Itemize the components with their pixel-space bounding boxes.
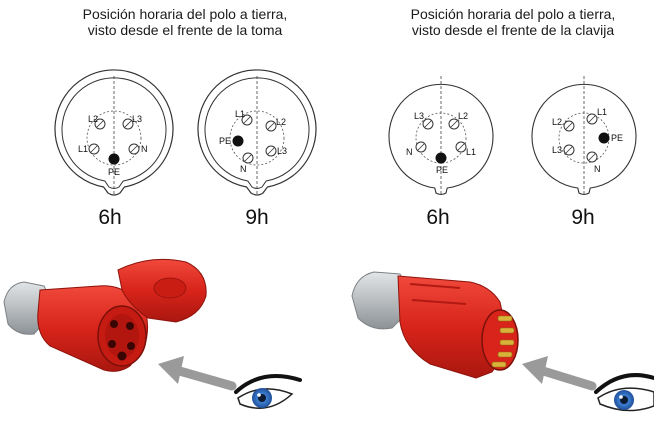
plug-9h-diagram: L1 L2 PE L3 N bbox=[531, 76, 637, 196]
socket-lid-label bbox=[153, 277, 187, 299]
plug-9h-label-l1: L1 bbox=[597, 107, 607, 117]
plug-pin-3 bbox=[499, 339, 515, 346]
socket-6h-pin-pe bbox=[108, 153, 120, 165]
red-plug-photo bbox=[351, 271, 519, 379]
socket-9h-pin-l3 bbox=[265, 145, 277, 157]
plug-9h-pin-l3 bbox=[563, 144, 575, 156]
socket-9h-diagram: L1 L2 PE L3 N bbox=[197, 69, 317, 196]
hour-label-plug-9h: 9h bbox=[571, 206, 595, 229]
viewing-arrow-left bbox=[158, 356, 237, 391]
plug-9h-outline bbox=[531, 83, 637, 196]
plug-9h-pin-pe bbox=[598, 132, 610, 144]
left-caption-line1: Posición horaria del polo a tierra, bbox=[82, 6, 288, 22]
plug-6h-label-l2: L2 bbox=[458, 111, 468, 121]
socket-9h-pin-circle bbox=[229, 110, 285, 166]
socket-6h-diagram: L2 L3 L1 N PE bbox=[54, 69, 174, 196]
socket-hole-1 bbox=[110, 320, 118, 328]
socket-9h-label-n: N bbox=[240, 164, 247, 174]
plug-handle-ridge bbox=[409, 283, 467, 305]
hour-label-plug-6h: 6h bbox=[426, 206, 450, 229]
socket-6h-outer-ring bbox=[54, 69, 174, 196]
socket-9h-label-l3: L3 bbox=[277, 146, 287, 156]
plug-6h-label-pe: PE bbox=[436, 165, 448, 175]
hour-label-socket-9h: 9h bbox=[245, 206, 269, 229]
left-caption-line2: visto desde el frente de la toma bbox=[87, 22, 283, 38]
plug-6h-label-l1: L1 bbox=[466, 147, 476, 157]
socket-6h-pin-circle bbox=[86, 110, 142, 166]
socket-9h-label-pe: PE bbox=[219, 136, 231, 146]
eye-icon-right bbox=[594, 373, 654, 412]
socket-6h-pin-l3 bbox=[122, 118, 134, 130]
socket-face-inner bbox=[105, 314, 139, 358]
plug-6h-diagram: L3 L2 N L1 PE bbox=[388, 76, 494, 196]
socket-6h-pin-l1 bbox=[88, 143, 100, 155]
plug-6h-pin-pe bbox=[435, 152, 447, 164]
socket-hole-3 bbox=[108, 340, 116, 348]
socket-6h-label-l2: L2 bbox=[88, 114, 98, 124]
plug-9h-pin-l2 bbox=[563, 120, 575, 132]
plug-6h-pin-l2 bbox=[448, 118, 460, 130]
socket-9h-label-l1: L1 bbox=[235, 109, 245, 119]
socket-6h-pin-l2 bbox=[94, 118, 106, 130]
socket-9h-label-l2: L2 bbox=[276, 117, 286, 127]
right-caption-line1: Posición horaria del polo a tierra, bbox=[410, 6, 616, 22]
plug-9h-pin-n bbox=[586, 151, 598, 163]
socket-hole-5 bbox=[117, 351, 127, 361]
socket-9h-pin-n bbox=[242, 152, 254, 164]
socket-9h-outer-ring bbox=[197, 69, 317, 196]
socket-hole-4 bbox=[127, 342, 135, 350]
plug-9h-label-n: N bbox=[594, 164, 601, 174]
right-caption-line2: visto desde el frente de la clavija bbox=[411, 22, 615, 38]
socket-6h-label-n: N bbox=[141, 144, 148, 154]
socket-6h-label-pe: PE bbox=[108, 167, 120, 177]
plug-6h-outline bbox=[388, 83, 494, 196]
plug-6h-label-n: N bbox=[406, 147, 413, 157]
plug-pin-5 bbox=[491, 361, 507, 368]
socket-6h-inner-ring bbox=[61, 77, 167, 189]
socket-6h-label-l3: L3 bbox=[132, 114, 142, 124]
viewing-arrow-right bbox=[522, 356, 597, 391]
socket-6h-pin-n bbox=[128, 143, 140, 155]
socket-9h-pin-l2 bbox=[265, 120, 277, 132]
plug-9h-label-pe: PE bbox=[611, 133, 623, 143]
socket-hole-2 bbox=[126, 322, 134, 330]
plug-pin-2 bbox=[499, 327, 515, 334]
plug-9h-label-l3: L3 bbox=[552, 145, 562, 155]
socket-9h-pin-l1 bbox=[241, 114, 253, 126]
left-caption: Posición horaria del polo a tierra, vist… bbox=[40, 6, 330, 38]
plug-6h-pin-l1 bbox=[455, 141, 467, 153]
hour-label-socket-6h: 6h bbox=[98, 206, 122, 229]
plug-pin-4 bbox=[497, 351, 513, 358]
plug-6h-label-l3: L3 bbox=[414, 111, 424, 121]
plug-6h-pin-l3 bbox=[422, 118, 434, 130]
plug-6h-pin-circle bbox=[415, 112, 467, 164]
socket-6h-label-l1: L1 bbox=[78, 144, 88, 154]
plug-pin-1 bbox=[497, 315, 513, 322]
plug-9h-label-l2: L2 bbox=[552, 117, 562, 127]
red-socket-photo bbox=[3, 258, 207, 372]
socket-9h-pin-pe bbox=[232, 135, 244, 147]
right-caption: Posición horaria del polo a tierra, vist… bbox=[368, 6, 654, 38]
plug-6h-pin-n bbox=[415, 141, 427, 153]
socket-9h-inner-ring bbox=[204, 77, 310, 189]
plug-9h-pin-l1 bbox=[586, 113, 598, 125]
eye-icon-left bbox=[234, 374, 302, 409]
